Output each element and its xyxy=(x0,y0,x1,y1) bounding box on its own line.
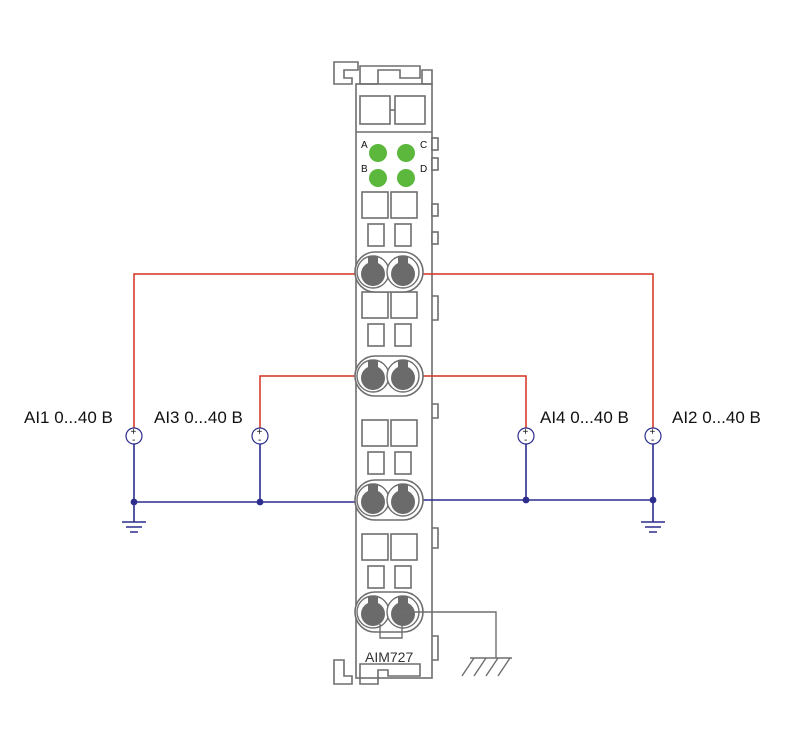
terminal-clamp xyxy=(361,490,385,514)
voltage-source-ai1: + - xyxy=(125,427,143,446)
terminal-clamp xyxy=(391,490,415,514)
svg-text:+: + xyxy=(131,427,137,438)
led-label-c: C xyxy=(420,140,427,151)
led-d xyxy=(397,169,415,187)
terminal-clamp xyxy=(361,262,385,286)
terminal-blocks xyxy=(354,251,424,633)
led-label-d: D xyxy=(420,164,427,175)
led-label-a: A xyxy=(361,140,368,151)
ground-icon xyxy=(122,502,146,533)
terminal-clamp xyxy=(391,366,415,390)
voltage-source-ai2: + - xyxy=(644,427,662,446)
status-leds: A B C D xyxy=(361,140,427,187)
svg-text:-: - xyxy=(651,435,654,446)
terminal-clamp xyxy=(391,602,415,626)
shield-earth-wire xyxy=(379,611,512,677)
svg-text:-: - xyxy=(132,435,135,446)
led-a xyxy=(369,144,387,162)
channel-label-ai1: AI1 0...40 B xyxy=(24,408,113,427)
svg-text:-: - xyxy=(524,435,527,446)
terminal-pair xyxy=(354,251,424,293)
common-wires xyxy=(122,444,665,533)
svg-text:+: + xyxy=(650,427,656,438)
svg-text:+: + xyxy=(257,427,263,438)
led-c xyxy=(397,144,415,162)
voltage-source-ai4: + - xyxy=(517,427,535,446)
channel-label-ai3: AI3 0...40 B xyxy=(154,408,243,427)
terminal-clamp xyxy=(391,262,415,286)
module-model-label: AIM727 xyxy=(365,649,413,665)
terminal-pair xyxy=(354,479,424,521)
svg-text:+: + xyxy=(523,427,529,438)
channel-label-ai4: AI4 0...40 B xyxy=(540,408,629,427)
terminal-pair xyxy=(354,355,424,397)
signal-wires xyxy=(133,273,654,429)
terminal-clamp xyxy=(361,366,385,390)
terminal-clamp xyxy=(361,602,385,626)
terminal-pair xyxy=(354,591,424,633)
module-housing xyxy=(333,61,439,685)
led-label-b: B xyxy=(361,164,368,175)
ground-icon xyxy=(641,500,665,533)
svg-text:-: - xyxy=(258,435,261,446)
led-b xyxy=(369,169,387,187)
channel-label-ai2: AI2 0...40 B xyxy=(672,408,761,427)
voltage-source-ai3: + - xyxy=(251,427,269,446)
